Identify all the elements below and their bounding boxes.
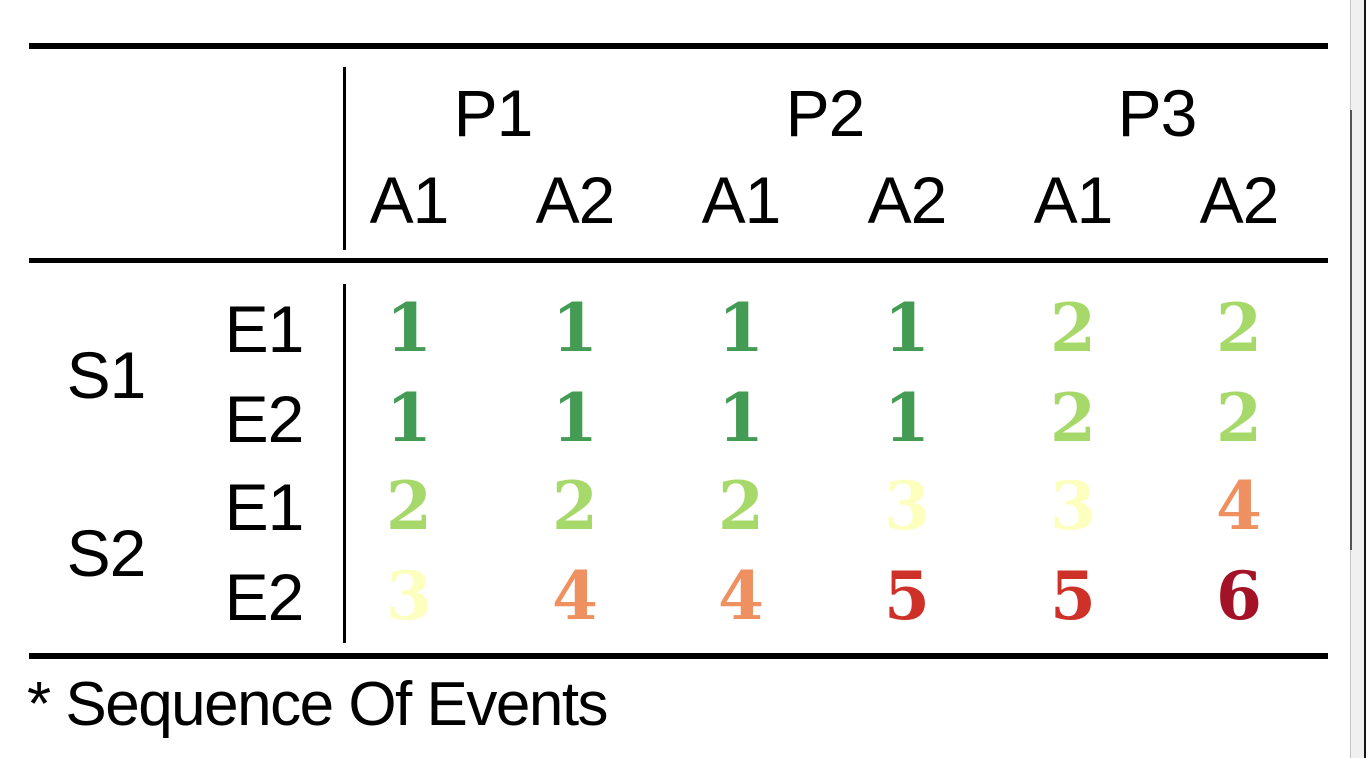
sub-column-label: A1 (701, 163, 782, 237)
row-event-label: E2 (224, 382, 305, 456)
table-footnote: * Sequence Of Events (27, 670, 609, 739)
row-event-label: E1 (224, 470, 305, 544)
heatmap-cell-value: 1 (718, 379, 764, 457)
heatmap-cell-value: 2 (552, 467, 598, 545)
row-event-label: E2 (224, 560, 305, 634)
heatmap-cell-value: 2 (1050, 289, 1096, 367)
column-group-label: P3 (1117, 76, 1198, 150)
heatmap-cell-value: 3 (386, 557, 432, 635)
table-top-rule (29, 43, 1328, 49)
heatmap-cell-value: 4 (552, 557, 598, 635)
heatmap-cell-value: 6 (1216, 557, 1262, 635)
heatmap-cell-value: 1 (718, 289, 764, 367)
heatmap-cell-value: 2 (386, 467, 432, 545)
heatmap-cell-value: 1 (552, 289, 598, 367)
table-mid-rule (29, 258, 1328, 263)
heatmap-cell-value: 1 (884, 289, 930, 367)
sub-column-label: A1 (1033, 163, 1114, 237)
heatmap-cell-value: 5 (1050, 557, 1096, 635)
heatmap-cell-value: 1 (386, 289, 432, 367)
heatmap-cell-value: 5 (884, 557, 930, 635)
heatmap-cell-value: 2 (1216, 289, 1262, 367)
column-group-label: P2 (785, 76, 866, 150)
row-group-label: S2 (66, 516, 147, 590)
heatmap-cell-value: 4 (718, 557, 764, 635)
table-vertical-rule-header (343, 67, 346, 250)
heatmap-cell-value: 4 (1216, 467, 1262, 545)
heatmap-cell-value: 3 (1050, 467, 1096, 545)
heatmap-cell-value: 1 (552, 379, 598, 457)
table-bottom-rule (29, 653, 1328, 659)
column-group-label: P1 (453, 76, 534, 150)
row-event-label: E1 (224, 292, 305, 366)
heatmap-cell-value: 2 (1216, 379, 1262, 457)
heatmap-cell-value: 2 (1050, 379, 1096, 457)
table-vertical-rule-body (343, 284, 346, 643)
heatmap-cell-value: 2 (718, 467, 764, 545)
row-group-label: S1 (66, 338, 147, 412)
heatmap-cell-value: 3 (884, 467, 930, 545)
scrollbar-track[interactable] (1350, 0, 1366, 758)
sub-column-label: A1 (369, 163, 450, 237)
sub-column-label: A2 (1199, 163, 1280, 237)
sub-column-label: A2 (535, 163, 616, 237)
heatmap-cell-value: 1 (884, 379, 930, 457)
heatmap-cell-value: 1 (386, 379, 432, 457)
sub-column-label: A2 (867, 163, 948, 237)
scrollbar-thumb[interactable] (1350, 110, 1352, 550)
